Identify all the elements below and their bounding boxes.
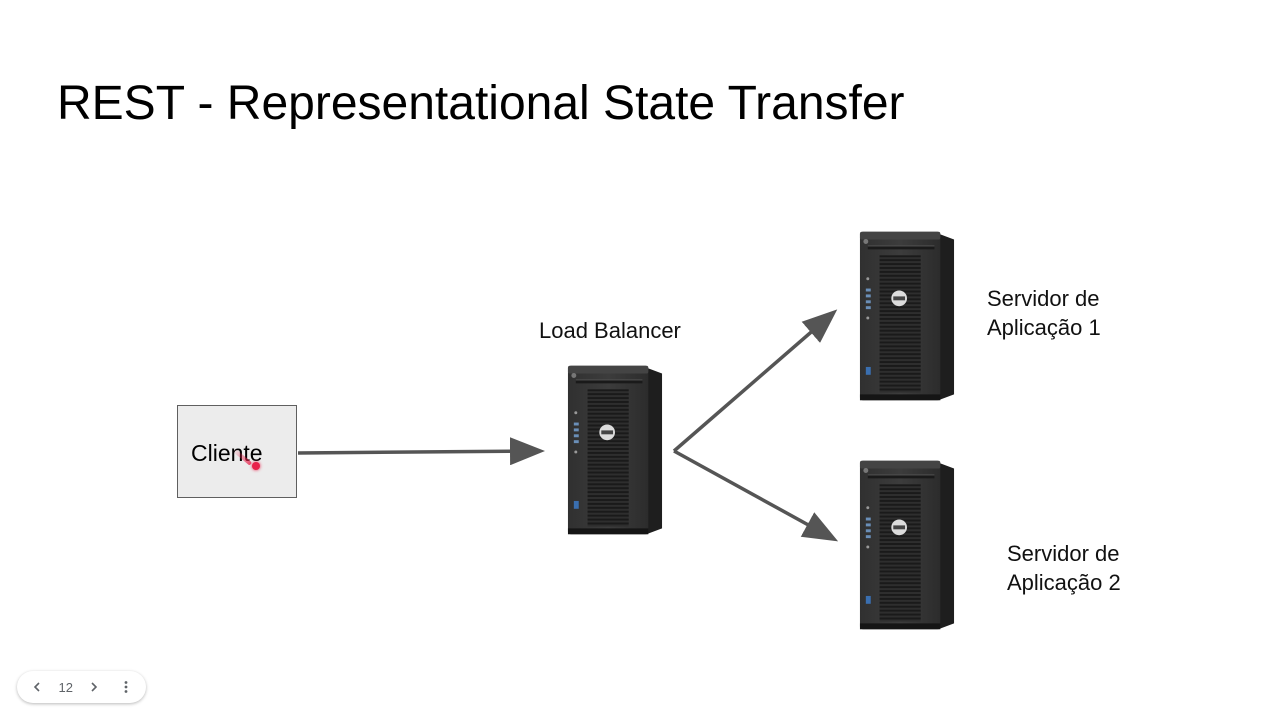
arrow-lb-to-server-2 (673, 449, 839, 542)
arrow-client-to-lb (297, 437, 545, 466)
laser-pointer-dot (252, 462, 260, 470)
chevron-right-icon (91, 682, 98, 692)
arrow-lb-to-server-1 (672, 309, 838, 453)
app-server-2-icon (858, 457, 956, 632)
app-server-1-icon (858, 228, 956, 403)
more-vert-icon (124, 681, 128, 693)
app-server-2-label-line2: Aplicação 2 (1007, 570, 1121, 595)
app-server-1-label-line2: Aplicação 1 (987, 315, 1101, 340)
app-server-2-label: Servidor de Aplicação 2 (1007, 539, 1121, 597)
slide-navigation: 12 (17, 671, 146, 703)
load-balancer-label: Load Balancer (539, 318, 681, 343)
slide-title: REST - Representational State Transfer (57, 77, 905, 130)
app-server-1-label-line1: Servidor de (987, 286, 1100, 311)
next-slide-button[interactable] (84, 677, 104, 697)
client-box: Cliente (177, 405, 297, 498)
load-balancer-server-icon (566, 362, 664, 537)
app-server-1-label: Servidor de Aplicação 1 (987, 284, 1101, 342)
chevron-left-icon (33, 682, 40, 692)
app-server-2-label-line1: Servidor de (1007, 541, 1120, 566)
previous-slide-button[interactable] (27, 677, 47, 697)
more-options-button[interactable] (116, 677, 136, 697)
slide-page-number: 12 (58, 679, 73, 695)
